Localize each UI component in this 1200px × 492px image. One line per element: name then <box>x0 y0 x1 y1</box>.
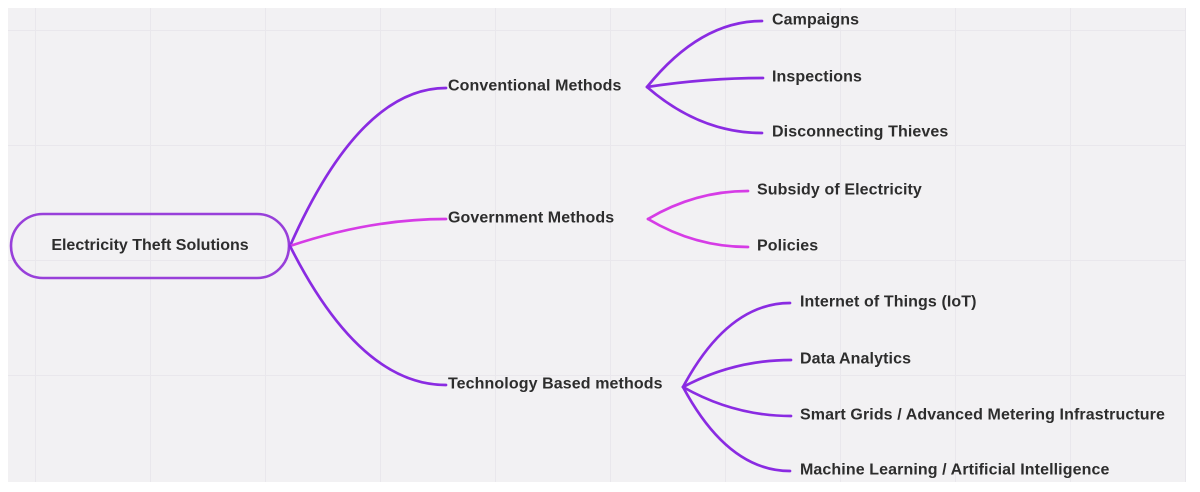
leaf-label-internet-of-things[interactable]: Internet of Things (IoT) <box>800 293 977 311</box>
link-conventional-disconnecting-thieves <box>645 85 764 135</box>
root-node-label[interactable]: Electricity Theft Solutions <box>51 237 249 254</box>
branch-label-government-methods[interactable]: Government Methods <box>448 209 615 227</box>
mindmap-canvas <box>8 8 1186 482</box>
link-technology-data-analytics <box>681 358 793 389</box>
leaf-label-policies[interactable]: Policies <box>757 237 819 255</box>
link-root-conventional-methods <box>288 86 448 248</box>
leaf-label-subsidy-of-electricity[interactable]: Subsidy of Electricity <box>757 181 922 199</box>
leaf-label-machine-learning-ai[interactable]: Machine Learning / Artificial Intelligen… <box>800 461 1110 479</box>
link-technology-machine-learning <box>681 385 792 473</box>
branch-label-technology-based-methods[interactable]: Technology Based methods <box>448 375 663 393</box>
branch-label-conventional-methods[interactable]: Conventional Methods <box>448 77 622 95</box>
link-government-subsidy-of-electricity <box>646 189 750 221</box>
leaf-label-campaigns[interactable]: Campaigns <box>772 11 860 29</box>
link-technology-internet-of-things <box>681 301 792 389</box>
link-technology-smart-grids <box>681 385 793 418</box>
link-conventional-campaigns <box>645 19 764 89</box>
link-government-policies <box>646 217 750 249</box>
link-root-technology-based-methods <box>288 244 448 387</box>
link-root-government-methods <box>288 217 448 248</box>
link-conventional-inspections <box>645 76 765 89</box>
leaf-label-data-analytics[interactable]: Data Analytics <box>800 350 912 368</box>
leaf-label-inspections[interactable]: Inspections <box>772 68 863 86</box>
leaf-label-smart-grids-ami[interactable]: Smart Grids / Advanced Metering Infrastr… <box>800 406 1165 424</box>
leaf-label-disconnecting-thieves[interactable]: Disconnecting Thieves <box>772 123 949 141</box>
